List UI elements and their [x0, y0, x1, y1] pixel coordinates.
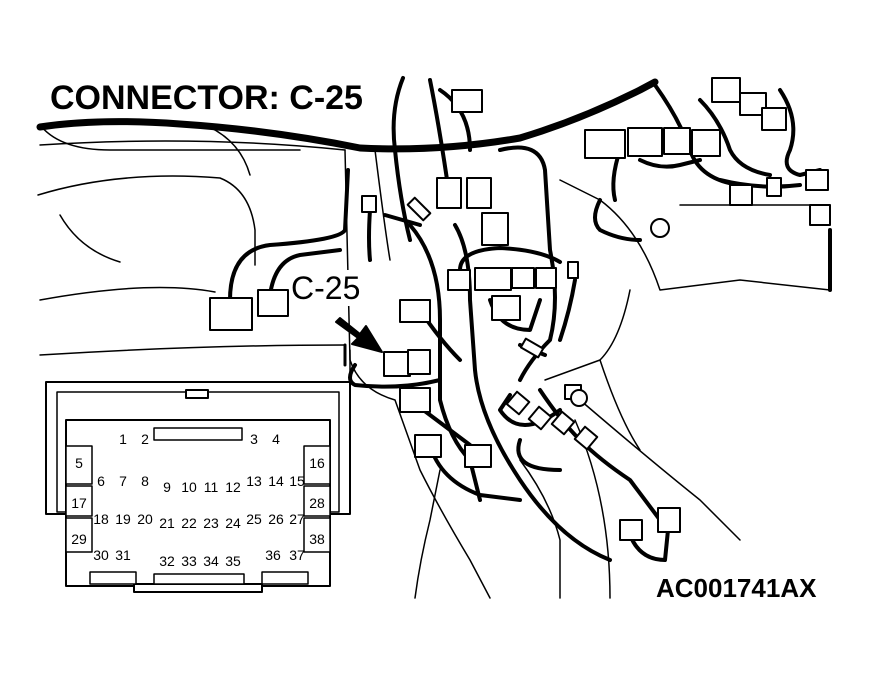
connector-pin: 15	[289, 473, 305, 489]
connector-pin: 36	[265, 547, 281, 563]
connector-pin: 7	[119, 473, 127, 489]
connector-pin: 19	[115, 511, 131, 527]
connector-pin: 31	[115, 547, 131, 563]
callout-arrow	[335, 317, 383, 367]
connector-pin: 17	[71, 495, 87, 511]
connector-pin: 4	[272, 431, 280, 447]
connector-pin: 6	[97, 473, 105, 489]
connector-pin: 16	[309, 455, 325, 471]
harness-connectors	[209, 77, 831, 541]
connector-face	[45, 381, 351, 593]
connector-pin: 30	[93, 547, 109, 563]
connector-pin: 20	[137, 511, 153, 527]
connector-pin: 13	[246, 473, 262, 489]
connector-callout-label: C-25	[289, 270, 363, 306]
connector-pin: 24	[225, 515, 241, 531]
connector-pin: 25	[246, 511, 262, 527]
connector-pin: 38	[309, 531, 325, 547]
connector-pin: 5	[75, 455, 83, 471]
connector-pin: 29	[71, 531, 87, 547]
connector-pin: 8	[141, 473, 149, 489]
connector-pin: 35	[225, 553, 241, 569]
connector-pin: 32	[159, 553, 175, 569]
connector-pin: 3	[250, 431, 258, 447]
connector-pin: 1	[119, 431, 127, 447]
connector-pin: 28	[309, 495, 325, 511]
connector-pin: 37	[289, 547, 305, 563]
connector-pin: 2	[141, 431, 149, 447]
connector-pin: 11	[203, 479, 219, 495]
connector-pin: 10	[181, 479, 197, 495]
connector-pin: 22	[181, 515, 197, 531]
connector-pin: 26	[268, 511, 284, 527]
connector-pin: 34	[203, 553, 219, 569]
connector-pin: 12	[225, 479, 241, 495]
figure-id: AC001741AX	[656, 573, 817, 603]
connector-pin: 23	[203, 515, 219, 531]
connector-pin: 9	[163, 479, 171, 495]
connector-pin: 27	[289, 511, 305, 527]
connector-pin: 14	[268, 473, 284, 489]
connector-pin: 21	[159, 515, 175, 531]
connector-pin: 33	[181, 553, 197, 569]
main-harness	[36, 78, 659, 153]
connector-title: CONNECTOR: C-25	[46, 78, 367, 118]
connector-pin: 18	[93, 511, 109, 527]
